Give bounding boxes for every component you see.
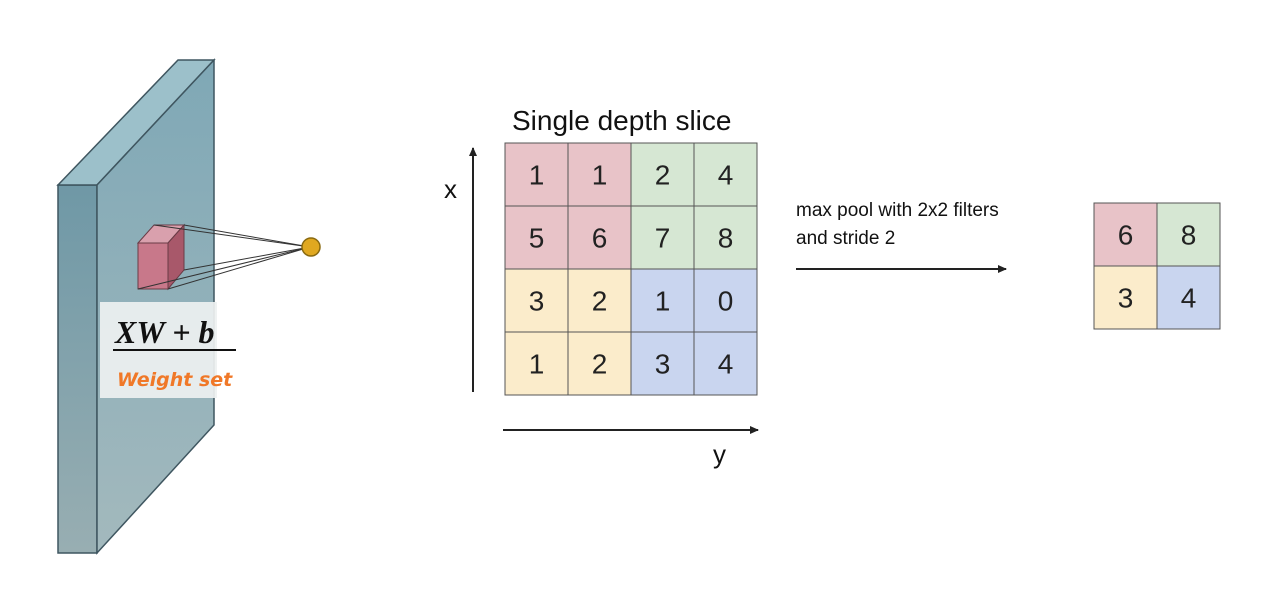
- pool-caption-line1: max pool with 2x2 filters: [796, 200, 999, 221]
- input-grid-cell-value: 3: [529, 286, 545, 317]
- output-grid-cell: [1156, 265, 1221, 330]
- pooling-input-section: Single depth slice 1 1 2 4 5 6 7 8 3 2 1 0 1 2 3 4 x y: [444, 105, 759, 469]
- output-grid-cell-value: 6: [1118, 220, 1134, 251]
- input-grid-cell: [630, 331, 695, 396]
- input-grid: 1 1 2 4 5 6 7 8 3 2 1 0 1 2 3 4: [504, 142, 758, 396]
- input-grid-cell-value: 1: [529, 160, 545, 191]
- input-grid-cell: [567, 331, 632, 396]
- input-grid-cell: [504, 331, 569, 396]
- input-grid-cell-value: 1: [655, 286, 671, 317]
- formula-text: XW + b: [114, 314, 214, 350]
- input-grid-cell-value: 1: [592, 160, 608, 191]
- input-grid-cell-value: 2: [655, 160, 671, 191]
- pool-caption-line2: and stride 2: [796, 228, 895, 249]
- input-grid-cell-value: 2: [592, 349, 608, 380]
- neuron-dot: [301, 237, 321, 257]
- output-grid-cell-value: 3: [1118, 283, 1134, 314]
- pooling-operation: max pool with 2x2 filters and stride 2: [796, 200, 1007, 273]
- input-grid-cell-value: 5: [529, 223, 545, 254]
- weight-set-label: Weight set: [117, 369, 233, 391]
- slice-title: Single depth slice: [512, 105, 731, 136]
- input-grid-cell: [630, 268, 695, 333]
- output-grid-cell: [1093, 202, 1158, 267]
- input-grid-cell: [693, 331, 758, 396]
- input-grid-cell-value: 1: [529, 349, 545, 380]
- input-grid-cell-value: 0: [718, 286, 734, 317]
- input-grid-cell-value: 4: [718, 160, 734, 191]
- input-grid-cell-value: 4: [718, 349, 734, 380]
- conv-illustration: XW + b Weight set: [56, 58, 321, 555]
- kernel-cube: [136, 223, 186, 291]
- input-grid-cell: [630, 142, 695, 207]
- input-grid-cell-value: 8: [718, 223, 734, 254]
- input-grid-cell: [693, 142, 758, 207]
- input-grid-cell-value: 2: [592, 286, 608, 317]
- x-axis-label: x: [444, 174, 457, 204]
- output-grid: 6 8 3 4: [1093, 202, 1221, 330]
- input-grid-cell: [693, 268, 758, 333]
- output-grid-cell-value: 8: [1181, 220, 1197, 251]
- input-grid-cell-value: 7: [655, 223, 671, 254]
- y-axis-label: y: [713, 439, 726, 469]
- input-grid-cell: [504, 205, 569, 270]
- input-grid-cell-value: 3: [655, 349, 671, 380]
- input-grid-cell-value: 6: [592, 223, 608, 254]
- output-grid-cell: [1156, 202, 1221, 267]
- output-grid-cell: [1093, 265, 1158, 330]
- input-grid-cell: [504, 268, 569, 333]
- slab-side-face: [57, 184, 98, 554]
- input-grid-cell: [693, 205, 758, 270]
- receptive-field-lines: [137, 224, 311, 290]
- output-grid-cell-value: 4: [1181, 283, 1197, 314]
